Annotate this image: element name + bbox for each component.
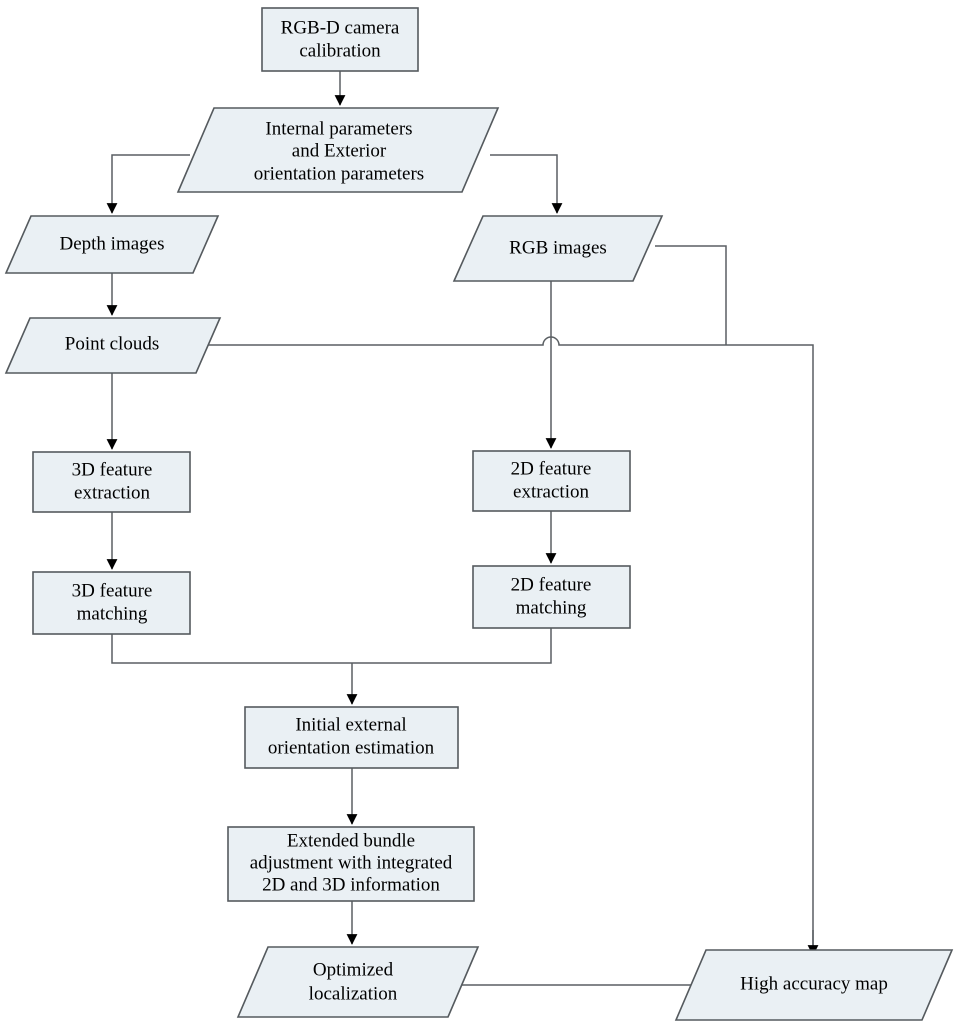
node-internal-exterior-parameters[interactable]: Internal parameters and Exterior orienta… — [176, 107, 500, 193]
node-label-line-1: Extended bundle — [287, 830, 415, 851]
connector-point-clouds-to-map-bus — [206, 336, 814, 947]
node-high-accuracy-map[interactable]: High accuracy map — [674, 949, 954, 1021]
node-label-line-2: adjustment with integrated — [250, 852, 453, 873]
node-shape-rectangle — [472, 565, 631, 629]
node-label-line-2: extraction — [513, 481, 589, 502]
node-label-line-3: 2D and 3D information — [262, 874, 440, 895]
node-depth-images[interactable]: Depth images — [4, 215, 220, 274]
node-shape-rectangle — [32, 451, 191, 513]
node-shape-parallelogram — [236, 946, 480, 1018]
node-2d-feature-extraction[interactable]: 2D feature extraction — [472, 450, 631, 512]
node-label-line-1: Optimized — [313, 959, 394, 980]
connector-3d-matching-merge — [111, 628, 552, 664]
node-label-line-2: localization — [309, 983, 398, 1004]
node-shape-parallelogram — [4, 215, 220, 274]
node-extended-bundle-adjustment[interactable]: Extended bundle adjustment with integrat… — [227, 826, 475, 902]
node-label-line-1: 3D feature — [72, 580, 153, 601]
node-label-line-2: matching — [77, 603, 148, 624]
node-label-line-1: Internal parameters — [265, 118, 412, 139]
node-rgbd-camera-calibration[interactable]: RGB-D camera calibration — [261, 7, 419, 72]
node-label-line-1: Initial external — [295, 714, 406, 735]
node-shape-rectangle — [472, 450, 631, 512]
node-shape-rectangle — [261, 7, 419, 72]
node-label-line-2: matching — [516, 597, 587, 618]
node-label-line-1: RGB-D camera — [281, 17, 400, 38]
connector-parameters-to-rgb-images — [490, 154, 563, 214]
node-label-line-2: orientation estimation — [268, 737, 435, 758]
connector-rgb-images-to-map-bus — [655, 245, 727, 345]
node-shape-rectangle — [227, 826, 475, 902]
node-3d-feature-extraction[interactable]: 3D feature extraction — [32, 451, 191, 513]
node-label-line-1: Depth images — [59, 233, 164, 254]
connector-layer — [106, 71, 819, 991]
node-label-line-3: orientation parameters — [254, 163, 424, 184]
node-optimized-localization[interactable]: Optimized localization — [236, 946, 480, 1018]
node-label-line-1: 2D feature — [511, 574, 592, 595]
node-3d-feature-matching[interactable]: 3D feature matching — [32, 571, 191, 635]
connector-parameters-to-depth-images — [106, 154, 190, 214]
node-rgb-images[interactable]: RGB images — [452, 215, 664, 282]
node-shape-parallelogram — [452, 215, 664, 282]
node-shape-parallelogram — [4, 317, 222, 374]
node-label-line-2: extraction — [74, 482, 150, 503]
node-shape-rectangle — [32, 571, 191, 635]
node-point-clouds[interactable]: Point clouds — [4, 317, 222, 374]
node-label-line-1: 3D feature — [72, 459, 153, 480]
node-label-line-1: Point clouds — [65, 333, 159, 354]
node-2d-feature-matching[interactable]: 2D feature matching — [472, 565, 631, 629]
node-shape-rectangle — [244, 706, 459, 769]
node-shape-parallelogram — [176, 107, 500, 193]
node-initial-external-orientation-estimation[interactable]: Initial external orientation estimation — [244, 706, 459, 769]
node-shape-parallelogram — [674, 949, 954, 1021]
node-label-line-2: calibration — [299, 40, 381, 61]
node-label-line-2: and Exterior — [292, 140, 387, 161]
node-label-line-1: 2D feature — [511, 458, 592, 479]
node-label-line-1: RGB images — [509, 237, 607, 258]
node-label-line-1: High accuracy map — [740, 973, 888, 994]
